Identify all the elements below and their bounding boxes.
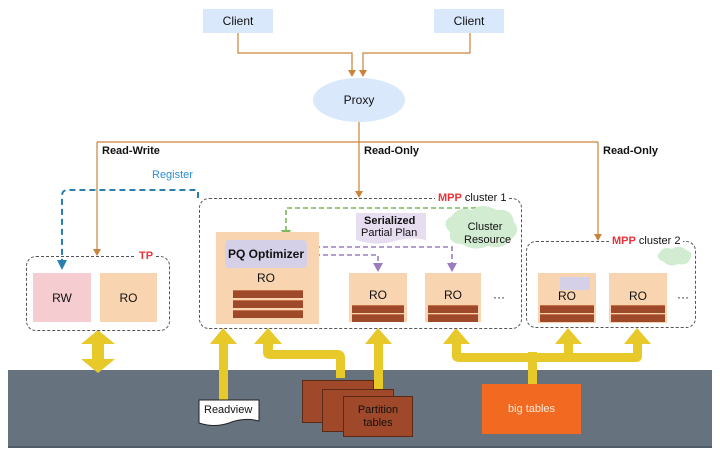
more-nodes-ellipsis: ··· — [493, 290, 505, 304]
data-bar — [611, 305, 665, 313]
client-label: Client — [222, 14, 254, 28]
plan-arrow-head — [447, 263, 457, 272]
plan-lines — [307, 246, 453, 264]
mpp-cluster-1-title: MPP cluster 1 — [435, 192, 510, 204]
data-bar — [233, 300, 303, 308]
tp-cluster-title: TP — [136, 250, 157, 262]
resource-line2: Resource — [464, 234, 512, 246]
read-only-label: Read-Only — [364, 145, 420, 157]
cluster-name: cluster 2 — [638, 235, 681, 247]
register-line — [61, 189, 199, 262]
proxy-label: Proxy — [343, 93, 375, 107]
tp-storage-arrow — [81, 330, 115, 373]
read-only-arrow-head — [355, 191, 363, 198]
plan-note-title: Serialized — [364, 215, 416, 227]
partition-line2: tables — [363, 416, 393, 429]
tp-cluster — [26, 256, 170, 331]
arrow-head — [348, 70, 356, 77]
node-label: RO — [119, 290, 138, 305]
big-tables-label: big tables — [507, 403, 556, 415]
optimizer-label: PQ Optimizer — [227, 247, 304, 261]
data-bar — [352, 305, 404, 313]
ro-node: RO — [100, 273, 157, 322]
client-box: Client — [434, 9, 504, 33]
ro-node: RO — [425, 273, 481, 322]
read-write-arrow-head — [93, 249, 101, 256]
data-bar — [233, 310, 303, 318]
rw-node: RW — [33, 273, 91, 322]
data-bar — [352, 314, 404, 322]
resource-line1: Cluster — [467, 221, 503, 233]
node-label: RO — [444, 288, 462, 302]
node-label: RO — [558, 289, 576, 303]
optimizer-placeholder — [560, 277, 590, 290]
client-label: Client — [453, 14, 485, 28]
data-bar — [428, 305, 478, 313]
client-box: Client — [203, 9, 273, 33]
client-proxy-lines — [237, 33, 471, 70]
mpp-cluster-1 — [199, 198, 522, 329]
more-nodes-ellipsis: ··· — [677, 290, 689, 304]
readview-label: Readview — [204, 404, 253, 416]
read-only-2-arrow-head — [594, 234, 602, 241]
data-bar — [540, 305, 594, 313]
data-bar — [540, 314, 594, 322]
node-label: RW — [52, 290, 72, 305]
plan-arrow-head — [373, 263, 383, 272]
node-label: RO — [629, 289, 647, 303]
partition-line1: Partition — [357, 403, 399, 416]
big-tables: big tables — [482, 384, 581, 434]
plan-note-subtitle: Partial Plan — [361, 227, 418, 239]
mpp-cluster-2-title: MPP cluster 2 — [609, 235, 684, 247]
proxy-node: Proxy — [313, 78, 405, 122]
register-label: Register — [152, 169, 193, 181]
proxy-route-lines — [96, 120, 599, 251]
pq-optimizer: PQ Optimizer — [225, 240, 307, 268]
read-only-label-2: Read-Only — [603, 145, 659, 157]
mpp-label: MPP — [438, 192, 462, 204]
cluster-name: cluster 1 — [464, 192, 507, 204]
resource-line — [285, 207, 476, 232]
register-arrow-head — [57, 260, 67, 270]
node-label: RO — [369, 288, 387, 302]
data-bar — [611, 314, 665, 322]
data-bar — [428, 314, 478, 322]
mpp-label: MPP — [612, 235, 636, 247]
ro-node: RO — [349, 273, 407, 322]
data-flow-arrows — [81, 328, 651, 400]
node-label: RO — [257, 271, 275, 285]
data-bar — [233, 290, 303, 298]
arrow-head — [359, 70, 367, 77]
read-write-label: Read-Write — [102, 145, 160, 157]
